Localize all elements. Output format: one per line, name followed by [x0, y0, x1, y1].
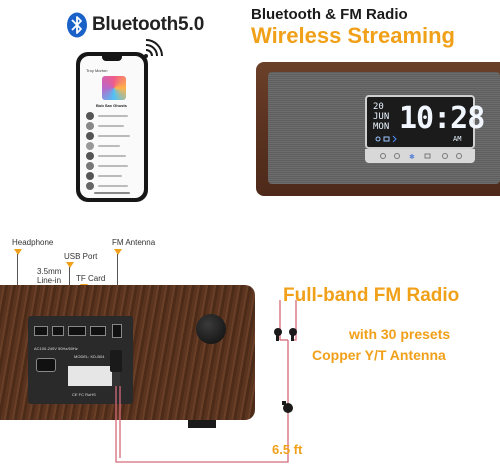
usb-port	[68, 326, 86, 336]
list-item-avatar	[86, 162, 94, 170]
label-line-in: 3.5mm Line-in	[37, 267, 62, 285]
bluetooth-logo: Bluetooth 5.0	[66, 10, 226, 40]
pointer-arrow-fm-antenna	[114, 249, 122, 255]
display-weekday: MON	[373, 122, 390, 132]
list-item-text	[98, 175, 122, 177]
panel-model-text: MODEL: KD-B04	[74, 354, 105, 359]
control-buttons: ✱	[380, 153, 462, 161]
headphone-jack	[34, 326, 48, 336]
home-indicator	[94, 192, 130, 194]
volume-knob	[196, 314, 226, 344]
pointer-arrow-usb	[66, 262, 74, 268]
list-item-text	[98, 145, 120, 147]
display-date: 20	[373, 102, 384, 112]
ac-power-inlet	[36, 358, 56, 372]
list-item-avatar	[86, 172, 94, 180]
list-item-text	[98, 115, 128, 117]
list-item-avatar	[86, 182, 94, 190]
label-headphone: Headphone	[12, 238, 54, 247]
pointer-arrow-headphone	[14, 249, 22, 255]
list-item-avatar	[86, 122, 94, 130]
playlist-title: Troy Morton	[86, 68, 108, 73]
phone-notch	[102, 56, 122, 61]
display-status-icons	[375, 135, 397, 143]
list-item-text	[98, 135, 130, 137]
heading-wireless-streaming: Wireless Streaming	[251, 23, 455, 48]
speaker-foot	[188, 420, 216, 428]
heading-bluetooth-fm: Bluetooth & FM Radio	[251, 6, 408, 23]
panel-power-text: AC100-240V 50Hz/60Hz	[34, 346, 78, 351]
clock-display: 20 JUN MON 10:28 AM	[365, 95, 485, 149]
phone-screen: Troy Morton Bob Sax Ghosts	[80, 56, 144, 198]
text-copper-antenna: Copper Y/T Antenna	[312, 347, 446, 363]
label-usb-port: USB Port	[64, 252, 98, 261]
album-art-image	[102, 76, 126, 100]
display-control-bar: ✱	[365, 149, 475, 163]
rear-io-panel: AC100-240V 50Hz/60Hz MODEL: KD-B04 CE FC…	[28, 316, 133, 404]
display-month: JUN	[373, 112, 390, 122]
label-tf-card: TF Card	[76, 274, 106, 283]
bluetooth-label: Bluetooth	[92, 14, 178, 35]
list-item-text	[98, 185, 128, 187]
tf-card-slot	[90, 326, 106, 336]
panel-certification-marks: CE FC RoHS	[72, 392, 96, 397]
bluetooth-icon	[67, 12, 87, 38]
text-cable-length: 6.5 ft	[272, 442, 303, 457]
display-time: 10:28	[399, 101, 485, 136]
heading-fm-radio: Full-band FM Radio	[283, 285, 460, 306]
list-item-avatar	[86, 152, 94, 160]
label-fm-antenna: FM Antenna	[112, 238, 156, 247]
list-item-avatar	[86, 132, 94, 140]
text-presets: with 30 presets	[349, 326, 451, 342]
line-in-jack	[52, 326, 64, 336]
svg-text:✱: ✱	[409, 153, 415, 161]
fm-antenna-socket	[112, 324, 122, 338]
song-title: Bob Sax Ghosts	[96, 103, 127, 108]
list-item-avatar	[86, 112, 94, 120]
list-item-text	[98, 165, 128, 167]
bluetooth-version: 5.0	[177, 14, 205, 35]
list-item-text	[98, 125, 124, 127]
display-period: AM	[453, 135, 462, 143]
smartphone: Troy Morton Bob Sax Ghosts	[76, 52, 148, 202]
rating-label-sticker	[68, 366, 118, 386]
list-item-text	[98, 155, 126, 157]
wireless-signal-icon	[144, 39, 163, 58]
list-item-avatar	[86, 142, 94, 150]
